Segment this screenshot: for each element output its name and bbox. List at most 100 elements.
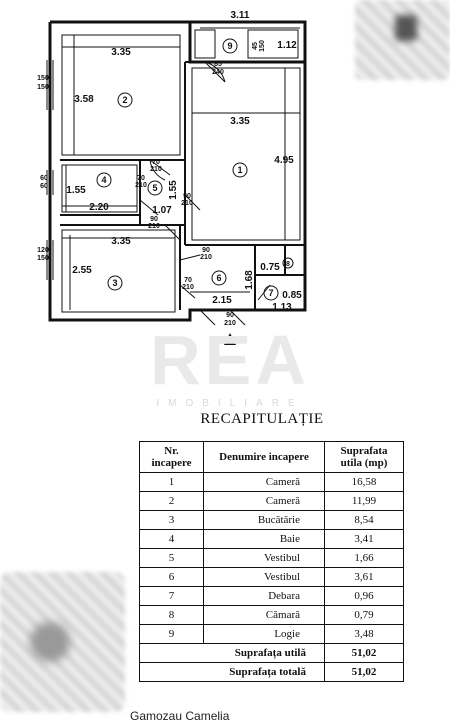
header-name: Denumire incapere	[203, 441, 325, 473]
table-cell-nr: 5	[139, 548, 204, 568]
table-cell-area: 16,58	[324, 472, 404, 492]
room-number-5: 5	[152, 183, 157, 193]
dim-bedroom1-height: 4.95	[274, 155, 294, 166]
dim-door-entry-b: 210	[224, 320, 236, 327]
table-cell-name: Debara	[203, 586, 325, 606]
table-cell-nr: 7	[139, 586, 204, 606]
room-number-7: 7	[268, 288, 273, 298]
dim-door-logie-a: 85	[214, 61, 222, 68]
dim-door-hall-a: 90	[202, 247, 210, 254]
table-cell-nr: 6	[139, 567, 204, 587]
table-cell-area: 1,66	[324, 548, 404, 568]
room-number-6: 6	[216, 273, 221, 283]
header-area: Suprafata utila (mp)	[324, 441, 404, 473]
table-cell-name: Vestibul	[203, 548, 325, 568]
dim-vest5-width: 1.07	[152, 205, 172, 216]
room-number-8: 8	[286, 261, 290, 268]
dim-door-b5r-b: 210	[181, 200, 193, 207]
dim-bath-width: 2.20	[89, 202, 109, 213]
dim-hall-height: 1.68	[244, 270, 255, 290]
dim-logie-width: 1.12	[277, 40, 297, 51]
blurred-stamp-top	[355, 0, 450, 80]
dim-window-left3-a: 120	[37, 247, 49, 254]
floor-plan: 2 1 4 5 3 6 7 8 9 3.11 3.35 1.12 3.35 3.…	[37, 10, 307, 345]
table-cell-name: Baie	[203, 529, 325, 549]
dim-kitchen-width: 3.35	[111, 236, 131, 247]
dim-window-left1-b: 150	[37, 84, 49, 91]
footer-signature: Gamozau Camelia	[130, 709, 230, 723]
table-cell-name: Cămară	[203, 605, 325, 625]
header-nr: Nr. incapere	[139, 441, 204, 473]
dim-door-v5-b: 210	[148, 223, 160, 230]
total-value: 51,02	[324, 662, 404, 682]
dim-top-right: 3.11	[231, 10, 250, 21]
dim-hall-width: 2.15	[212, 295, 232, 306]
total-util-label: Suprafața utilă	[139, 643, 325, 663]
table-cell-name: Cameră	[203, 472, 325, 492]
table-cell-nr: 9	[139, 624, 204, 644]
dim-debara-height: 0.85	[282, 290, 302, 301]
dim-door-logie-b: 240	[212, 69, 224, 76]
total-label: Suprafața totală	[139, 662, 325, 682]
dim-debara-width: 1.13	[272, 302, 292, 313]
table-cell-nr: 1	[139, 472, 204, 492]
dim-door-bath-b: 210	[150, 166, 162, 173]
dim-vest5-height: 1.55	[168, 180, 179, 200]
room-number-4: 4	[101, 175, 106, 185]
room-number-3: 3	[112, 278, 117, 288]
table-cell-area: 11,99	[324, 491, 404, 511]
dim-kitchen-height: 2.55	[72, 265, 92, 276]
dim-window-left2-b: 60	[40, 183, 48, 190]
dim-window-left2-a: 60	[40, 175, 48, 182]
dim-bedroom1-width: 3.35	[230, 116, 250, 127]
table-cell-area: 0,96	[324, 586, 404, 606]
table-cell-nr: 4	[139, 529, 204, 549]
table-cell-area: 3,41	[324, 529, 404, 549]
table-cell-area: 8,54	[324, 510, 404, 530]
dim-door-b5r-a: 90	[183, 193, 191, 200]
room-number-1: 1	[237, 165, 242, 175]
dim-door-v5-a: 90	[150, 216, 158, 223]
dim-door-b5-a: 70	[137, 175, 145, 182]
table-header-row: Nr. incapere Denumire incapere Suprafata…	[139, 441, 404, 473]
table-cell-name: Cameră	[203, 491, 325, 511]
dim-window-logie-b: 150	[259, 40, 266, 52]
dim-bedroom2-width: 3.35	[111, 47, 131, 58]
recap-table: Nr. incapere Denumire incapere Suprafata…	[139, 441, 404, 682]
room-number-2: 2	[122, 95, 127, 105]
table-cell-nr: 8	[139, 605, 204, 625]
dim-bath-height: 1.55	[66, 185, 86, 196]
total-util-value: 51,02	[324, 643, 404, 663]
dim-window-left3-b: 150	[37, 255, 49, 262]
table-cell-area: 3,61	[324, 567, 404, 587]
recap-title: RECAPITULAȚIE	[200, 411, 324, 427]
table-cell-area: 0,79	[324, 605, 404, 625]
table-cell-area: 3,48	[324, 624, 404, 644]
watermark-subtitle: IMOBILIARE	[156, 398, 304, 409]
dim-door-hall-b: 210	[200, 254, 212, 261]
dim-door-bath-a: 70	[152, 159, 160, 166]
blurred-stamp-bottom	[0, 572, 125, 712]
dim-window-left1-a: 150	[37, 75, 49, 82]
dim-window-logie-a: 45	[252, 42, 259, 50]
table-cell-nr: 2	[139, 491, 204, 511]
watermark-logo: REA	[150, 321, 310, 399]
table-cell-name: Bucătărie	[203, 510, 325, 530]
dim-door-kitchen-a: 70	[184, 277, 192, 284]
dim-pantry-width: 0.75	[260, 262, 280, 273]
room-number-9: 9	[227, 41, 232, 51]
table-cell-nr: 3	[139, 510, 204, 530]
table-cell-name: Vestibul	[203, 567, 325, 587]
dim-bedroom2-height: 3.58	[74, 94, 94, 105]
